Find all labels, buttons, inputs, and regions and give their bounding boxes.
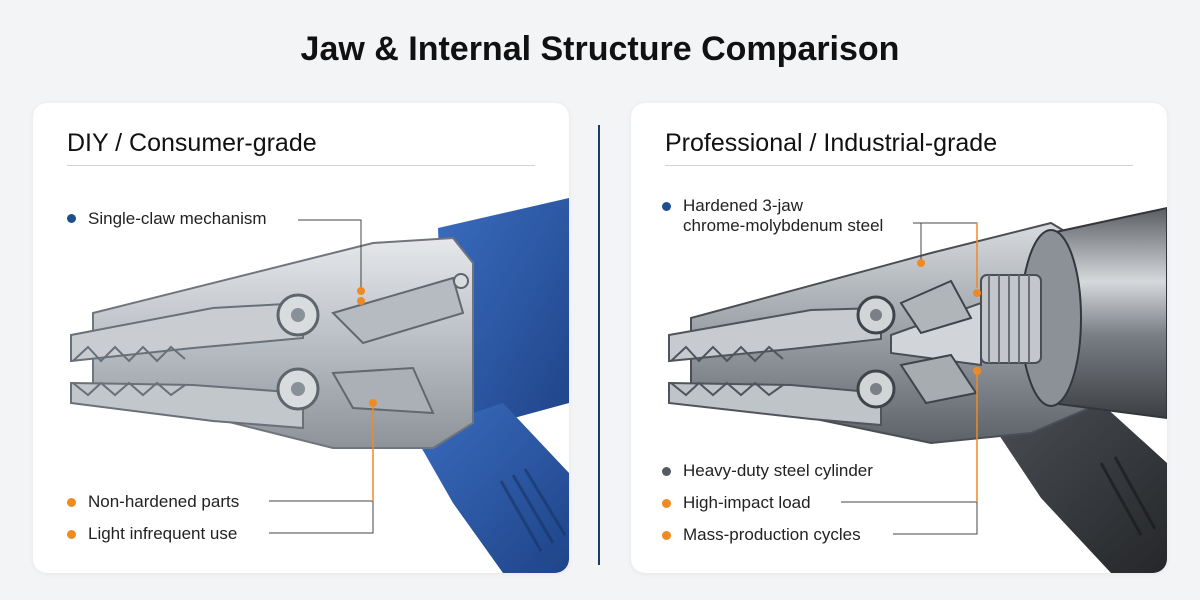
pro-panel: Professional / Industrial-grade Hardened… — [631, 103, 1167, 573]
diy-dot-orange-2 — [67, 530, 76, 539]
diy-label-non-hardened: Non-hardened parts — [88, 492, 240, 511]
diy-label-single-claw: Single-claw mechanism — [88, 209, 267, 228]
diy-heading-rule — [67, 165, 535, 166]
pro-dot-gray — [662, 467, 671, 476]
diy-heading: DIY / Consumer-grade — [67, 129, 317, 157]
pro-label-high-impact: High-impact load — [683, 493, 811, 512]
pro-jaw-segment-top — [899, 279, 973, 335]
diy-dot-navy — [67, 214, 76, 223]
diy-label-light-use: Light infrequent use — [88, 524, 238, 543]
diy-upper-jaw — [70, 301, 304, 363]
center-divider — [598, 125, 600, 565]
page-title: Jaw & Internal Structure Comparison — [300, 30, 900, 68]
pro-heading: Professional / Industrial-grade — [665, 129, 998, 157]
pro-dot-orange-1 — [662, 499, 671, 508]
diy-upper-lever — [331, 276, 465, 345]
pro-dot-navy — [662, 202, 671, 211]
diy-tool-illustration — [70, 198, 569, 573]
diy-dot-orange-1 — [67, 498, 76, 507]
pro-jaw-segment-bottom — [899, 353, 978, 405]
pro-upper-jaw — [668, 306, 882, 363]
diy-lower-lever — [331, 366, 435, 415]
diy-panel: DIY / Consumer-grade Single-claw mechani… — [33, 103, 569, 573]
diy-lower-jaw — [70, 381, 304, 430]
pro-dot-orange-2 — [662, 531, 671, 540]
pro-heading-rule — [665, 165, 1133, 166]
pro-label-mass-production: Mass-production cycles — [683, 525, 861, 544]
pro-tool-illustration — [668, 206, 1167, 573]
pro-label-steel-cylinder: Heavy-duty steel cylinder — [683, 461, 873, 480]
pro-lower-jaw — [668, 381, 882, 427]
pro-label-hardened-line1: Hardened 3-jaw — [683, 196, 804, 215]
pro-label-hardened-line2: chrome-molybdenum steel — [683, 216, 884, 235]
pro-grip — [991, 403, 1167, 573]
